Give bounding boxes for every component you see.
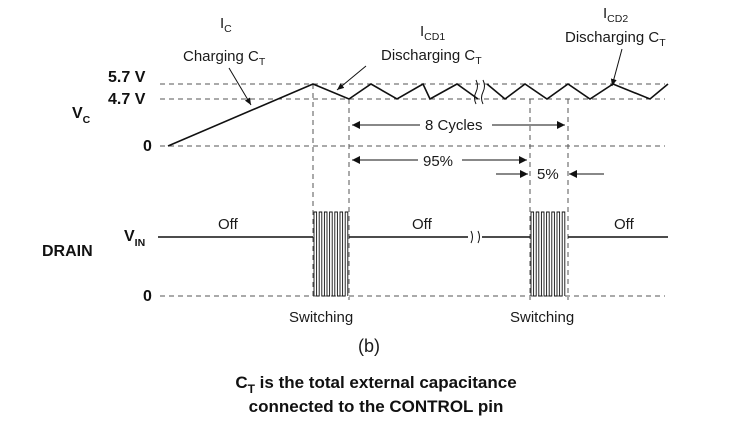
ic-charging-label: Charging CT [183, 48, 266, 68]
off-label-1: Off [218, 216, 239, 233]
vc-level-zero: 0 [143, 138, 152, 155]
caption-line-1: CT is the total external capacitance [235, 373, 516, 396]
pct-on-arrowhead-right [519, 156, 527, 164]
switching-label-2: Switching [510, 309, 574, 326]
drain-label: DRAIN [42, 243, 93, 260]
vc-level-low: 4.7 V [108, 91, 146, 108]
caption-line-2: connected to the CONTROL pin [249, 397, 504, 416]
icd2-arrow [610, 48, 623, 87]
switching-burst-1 [313, 211, 349, 297]
drain-break-mark-left [470, 230, 473, 244]
vin-label: VIN [124, 228, 145, 249]
pct-off-arrowhead-right [569, 170, 577, 178]
vc-break-mark-right [481, 79, 485, 105]
icd1-arrow [336, 65, 367, 91]
pct-off-label: 5% [537, 166, 559, 183]
vc-axis-label: VC [72, 105, 91, 126]
vc-waveform-part1 [167, 82, 479, 147]
off-label-3: Off [614, 216, 635, 233]
pct-on-arrowhead-left [352, 156, 360, 164]
switching-burst-2 [530, 211, 566, 297]
vc-level-high: 5.7 V [108, 69, 146, 86]
switching-pulses [313, 211, 349, 297]
switching-label-1: Switching [289, 309, 353, 326]
drain-zero-label: 0 [143, 288, 152, 305]
cycles-label: 8 Cycles [425, 117, 483, 134]
figure-label: (b) [358, 336, 380, 356]
ic-arrow [228, 67, 252, 106]
vc-break-mark-left [474, 79, 478, 105]
vc-waveform-part2 [486, 83, 669, 101]
icd1-label: ICD1 [420, 23, 445, 43]
pct-on-label: 95% [423, 153, 453, 170]
pct-off-arrowhead-left [520, 170, 528, 178]
icd1-discharging-label: Discharging CT [381, 47, 482, 67]
icd2-discharging-label: Discharging CT [565, 29, 666, 49]
icd2-label: ICD2 [603, 5, 628, 25]
cycles-arrowhead-right [557, 121, 565, 129]
switching-pulses [530, 211, 566, 297]
off-label-2: Off [412, 216, 433, 233]
cycles-arrowhead-left [352, 121, 360, 129]
ic-label: IC [220, 15, 232, 35]
drain-break-mark-right [477, 230, 480, 244]
